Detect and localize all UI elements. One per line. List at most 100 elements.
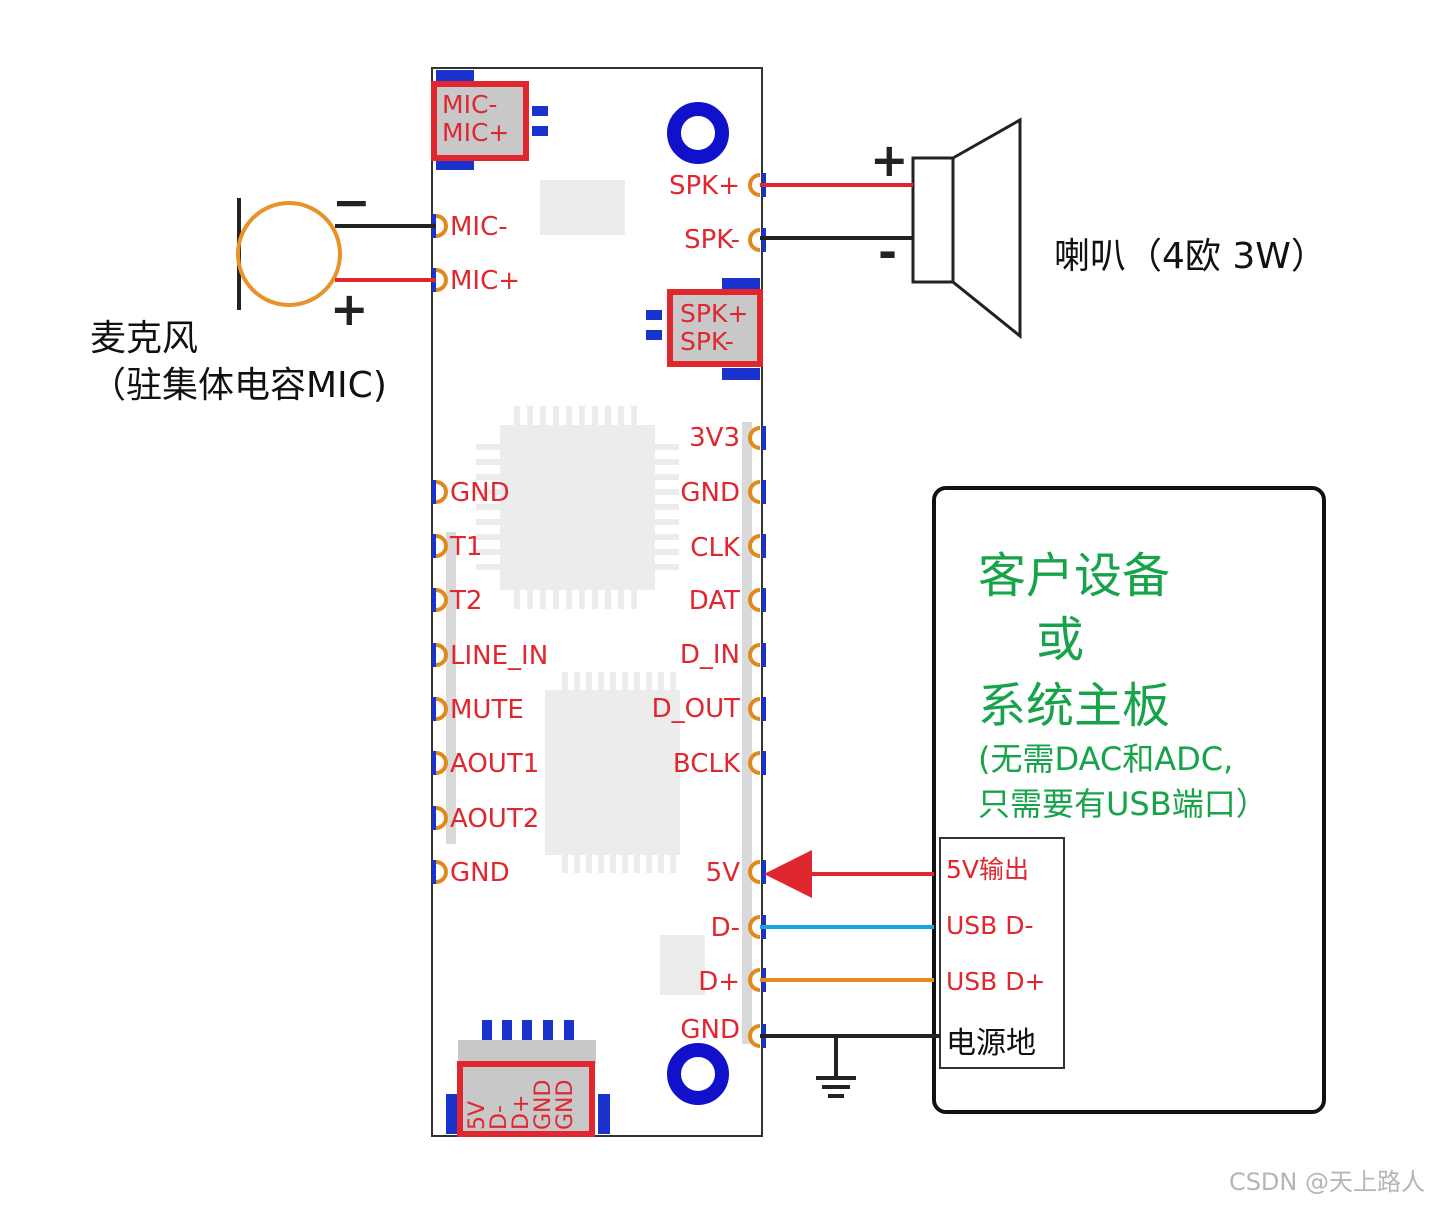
right-pin-8-pad-edge [762,751,766,775]
right-pin-label: D- [711,913,740,943]
mic-sublabel: （驻集体电容MIC) [90,365,387,406]
right-pin-label: BCLK [673,749,741,779]
right-pin-9-pad-edge [762,860,766,884]
mic-label: 麦克风 [90,318,198,359]
right-pin-5-pad [748,588,761,612]
spk-connector: SPK+ SPK- [646,278,763,380]
spk-minus-sign: - [878,225,897,279]
mic-plus-sign: + [330,282,369,336]
left-pin-label: MIC- [450,212,508,242]
right-pin-2-pad-edge [762,426,766,450]
right-pin-11-pad [748,968,761,992]
right-pin-label: 3V3 [689,423,740,453]
right-pin-6-pad [748,643,761,667]
chip-outlines [476,180,705,995]
right-pin-label: SPK+ [669,171,740,201]
left-pin-3-pad-edge [432,534,436,558]
left-pin-2-pad [435,480,448,504]
host-note-1: (无需DAC和ADC, [978,740,1233,778]
right-pin-label: CLK [690,533,741,563]
mount-hole-top [667,102,729,164]
left-pin-7-pad [435,751,448,775]
right-pin-label: D_IN [680,640,740,670]
right-pin-2-pad [748,426,761,450]
right-pin-1-pad [748,228,761,252]
left-pin-label: T1 [449,532,482,562]
spk-connector-label-2: SPK- [680,327,734,356]
right-pin-7-pad-edge [762,697,766,721]
right-pin-9-pad [748,860,761,884]
left-pin-5-pad-edge [432,643,436,667]
speaker-label: 喇叭（4欧 3W） [1054,236,1327,277]
left-pin-8-pad [435,806,448,830]
left-pin-2-pad-edge [432,480,436,504]
host-note-2: 只需要有USB端口） [978,785,1268,823]
microphone-icon [236,201,342,307]
host-title-1: 客户设备 [978,548,1170,604]
spk-connector-label-1: SPK+ [680,299,748,328]
right-pin-3-pad-edge [762,480,766,504]
left-pin-3-pad [435,534,448,558]
host-port-5v: 5V输出 [946,855,1029,884]
right-pin-label: GND [680,1015,740,1045]
host-port-block [939,837,1065,1069]
right-pin-7-pad [748,697,761,721]
left-pin-label: AOUT2 [450,804,539,834]
ground-symbol-icon [816,1036,856,1098]
left-pin-label: LINE_IN [450,641,548,671]
right-pin-4-pad [748,534,761,558]
host-port-gnd: 电源地 [946,1026,1036,1061]
host-title-2: 或 [1036,612,1084,668]
microphone: − + 麦克风 （驻集体电容MIC) [90,175,436,406]
mic-connector-label-2: MIC+ [442,118,509,147]
right-pin-label: DAT [689,586,740,616]
left-header-strip [446,532,456,844]
left-pin-label: GND [450,478,510,508]
usb-connector-label: 5V [465,1101,490,1130]
host-title-3: 系统主板 [978,678,1170,734]
host-device: 客户设备 或 系统主板 (无需DAC和ADC, 只需要有USB端口） 5V输出 … [932,486,1326,1114]
left-pin-9-pad-edge [432,860,436,884]
right-pin-label: SPK- [684,225,740,255]
left-pin-label: AOUT1 [450,749,539,779]
left-pin-0-pad [435,214,448,238]
right-pin-8-pad [748,751,761,775]
left-pin-label: GND [450,858,510,888]
usb-connector-label: D+ [509,1095,534,1130]
left-pin-4-pad-edge [432,588,436,612]
watermark: CSDN @天上路人 [1228,1168,1425,1196]
usb-connector-label: GND [531,1080,556,1130]
right-pin-4-pad-edge [762,534,766,558]
left-pin-9-pad [435,860,448,884]
right-pin-label: GND [680,478,740,508]
left-pin-label: MUTE [450,695,524,725]
left-pin-label: MIC+ [450,266,520,296]
host-port-dplus: USB D+ [946,967,1045,996]
right-pin-6-pad-edge [762,643,766,667]
host-port-dminus: USB D- [946,911,1034,940]
left-pin-5-pad [435,643,448,667]
right-header-strip [742,422,752,1044]
right-pin-3-pad [748,480,761,504]
mount-hole-bottom [667,1043,729,1105]
left-pin-label: T2 [449,586,482,616]
right-pin-label: D+ [698,967,740,997]
mic-connector-label-1: MIC- [442,90,497,119]
left-pin-8-pad-edge [432,806,436,830]
mic-connector: MIC- MIC+ [431,70,548,170]
speaker: + - 喇叭（4欧 3W） [760,117,1327,340]
left-pin-4-pad [435,588,448,612]
right-pin-label: D_OUT [652,694,741,724]
spk-plus-sign: + [870,133,909,187]
left-pin-6-pad [435,697,448,721]
mic-minus-sign: − [332,175,371,229]
left-pin-6-pad-edge [432,697,436,721]
usb-connector-label: GND [553,1080,578,1130]
right-pin-10-pad [748,915,761,939]
speaker-icon [951,117,1022,340]
right-pin-5-pad-edge [762,588,766,612]
left-pin-7-pad-edge [432,751,436,775]
